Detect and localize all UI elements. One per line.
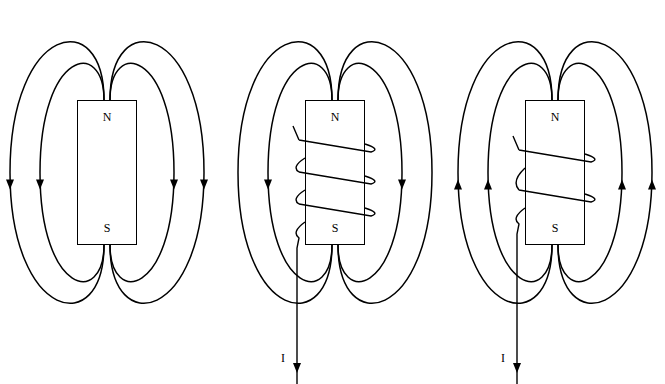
field-arrow [264, 180, 272, 190]
bar-magnet: NS [305, 100, 365, 245]
field-line [40, 63, 104, 281]
field-line [338, 63, 402, 281]
field-line [338, 42, 432, 304]
field-line [458, 42, 552, 304]
field-lines [238, 42, 432, 304]
pole-label: S [552, 222, 559, 234]
field-arrow [484, 180, 492, 190]
pole-label: N [551, 111, 560, 123]
field-line [558, 42, 652, 304]
current-label: I [501, 352, 505, 364]
current-arrow [513, 363, 521, 373]
field-arrow [454, 180, 462, 190]
pole-label: S [104, 222, 111, 234]
bar-magnet: NS [77, 100, 137, 245]
field-line [110, 42, 204, 304]
magnet-fill [525, 100, 585, 245]
field-arrow [170, 180, 178, 190]
field-line [558, 63, 622, 281]
current-arrow [293, 363, 301, 373]
bar-magnet: NS [525, 100, 585, 245]
field-arrow [6, 180, 14, 190]
field-arrow [36, 180, 44, 190]
magnet-fill [77, 100, 137, 245]
field-arrow [398, 180, 406, 190]
current-label: I [281, 352, 285, 364]
field-arrow [200, 180, 208, 190]
field-line [238, 42, 332, 304]
magnet-fill [305, 100, 365, 245]
field-line [110, 63, 174, 281]
field-line [10, 42, 104, 304]
pole-label: N [103, 111, 112, 123]
field-arrow [618, 180, 626, 190]
pole-label: S [332, 222, 339, 234]
field-lines [454, 42, 656, 304]
field-arrow [648, 180, 656, 190]
pole-label: N [331, 111, 340, 123]
field-lines [6, 42, 208, 304]
